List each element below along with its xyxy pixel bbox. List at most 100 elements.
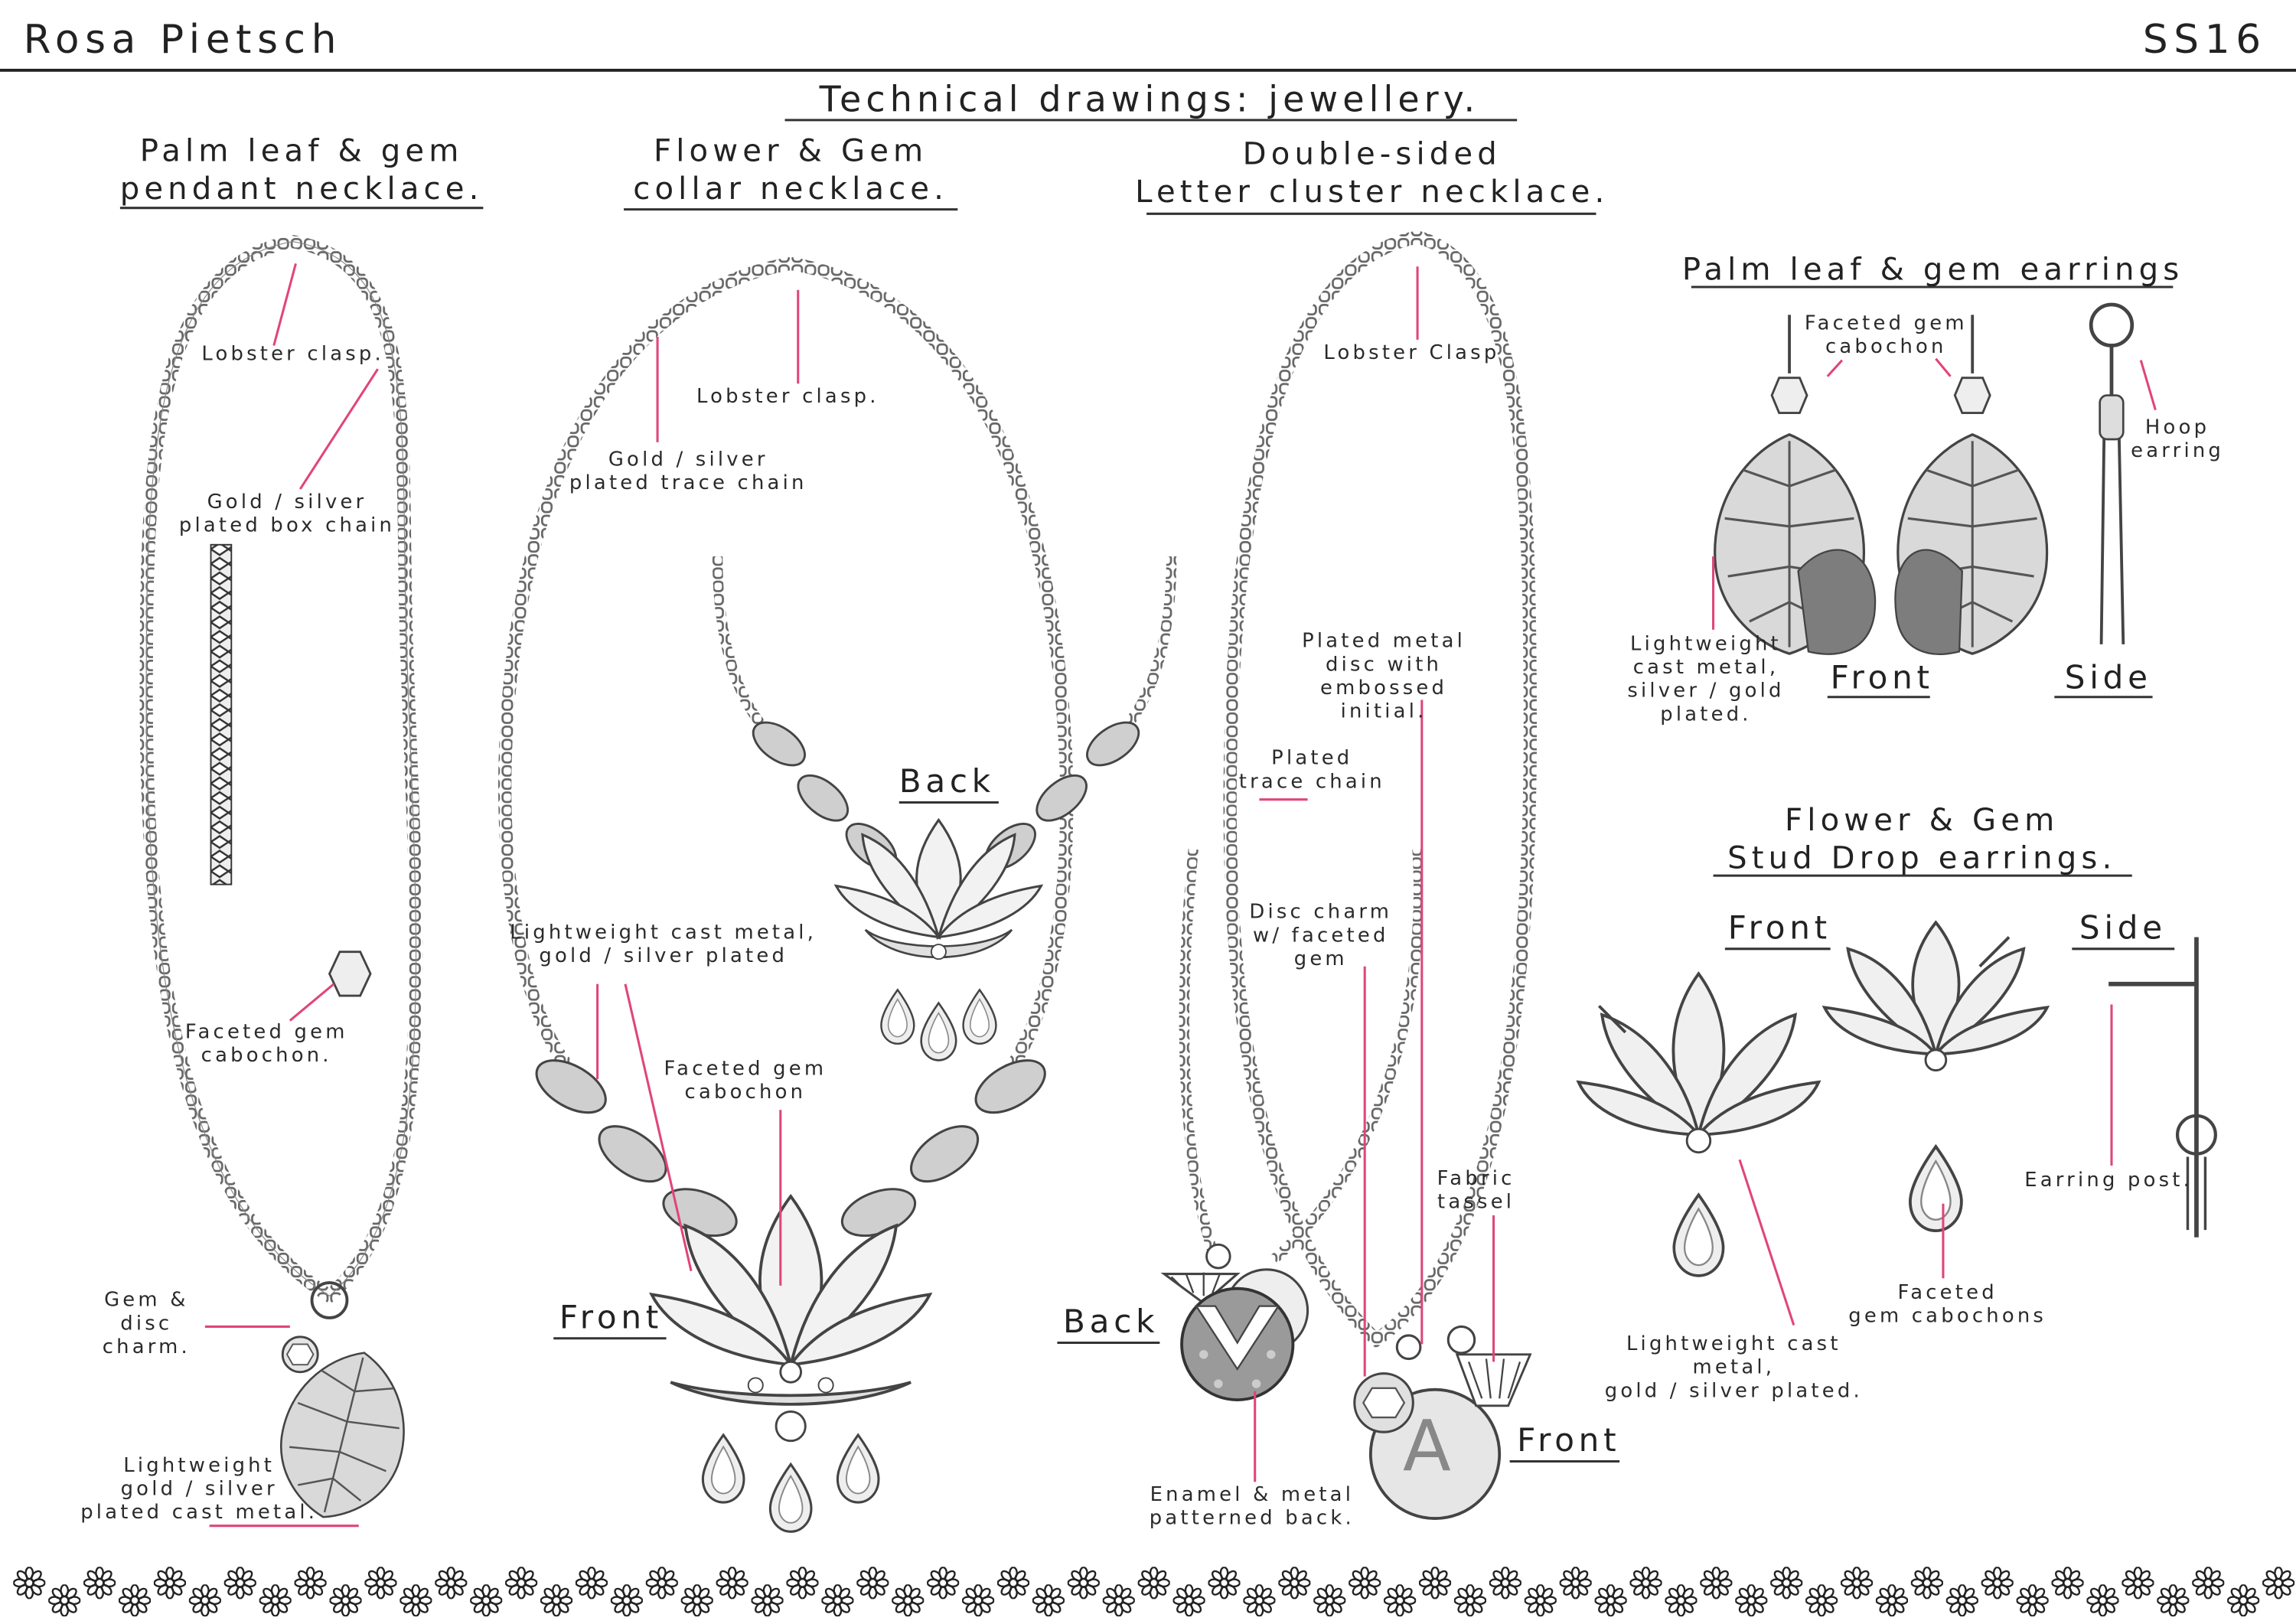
label-gem-disc-charm: Gem & disc charm.	[102, 1288, 191, 1359]
designer-name: Rosa Pietsch	[23, 17, 343, 64]
border-flower-icon	[1629, 1567, 1662, 1600]
palm-earrings-title: Palm leaf & gem earrings	[1681, 252, 2184, 288]
label-disc-charm: Disc charm w/ faceted gem	[1249, 900, 1393, 971]
label-gem-cabochons: Faceted gem cabochons	[1848, 1281, 2047, 1329]
border-flower-icon	[751, 1584, 784, 1617]
border-flower-icon	[364, 1567, 397, 1600]
border-flower-icon	[48, 1584, 81, 1617]
season-code: SS16	[2142, 17, 2267, 64]
label-fabric-tassel: Fabric tassel	[1437, 1166, 1515, 1215]
label-lobster-clasp-2: Lobster clasp.	[696, 385, 879, 409]
border-flower-icon	[1559, 1567, 1592, 1600]
border-flower-icon	[400, 1584, 432, 1617]
palm-necklace-title: Palm leaf & gem pendant necklace.	[119, 133, 484, 207]
border-flower-icon	[1524, 1584, 1557, 1617]
border-flower-icon	[1208, 1567, 1241, 1600]
border-flower-icon	[927, 1567, 960, 1600]
flower-border	[13, 1567, 2295, 1617]
label-cast-metal: Lightweight gold / silver plated cast me…	[80, 1453, 318, 1525]
label-faceted-gem-3: Faceted gem cabochon	[1804, 311, 1968, 359]
flower-earrings-title: Flower & Gem Stud Drop earrings.	[1727, 802, 2117, 876]
view-front-2: Front	[1517, 1423, 1621, 1460]
border-flower-icon	[1981, 1567, 2014, 1600]
letter-necklace-title: Double-sided Letter cluster necklace.	[1135, 135, 1609, 210]
border-flower-icon	[1313, 1584, 1346, 1617]
border-flower-icon	[1172, 1584, 1205, 1617]
border-flower-icon	[259, 1584, 292, 1617]
border-flower-icon	[118, 1584, 152, 1617]
border-flower-icon	[470, 1584, 503, 1617]
border-flower-icon	[680, 1584, 713, 1617]
border-flower-icon	[2122, 1567, 2154, 1600]
border-flower-icon	[996, 1567, 1030, 1600]
border-flower-icon	[1875, 1584, 1909, 1617]
view-back: Back	[899, 764, 995, 801]
border-flower-icon	[1805, 1584, 1838, 1617]
border-flower-icon	[1910, 1567, 1943, 1600]
border-flower-icon	[610, 1584, 643, 1617]
border-flower-icon	[1384, 1584, 1417, 1617]
border-flower-icon	[2157, 1584, 2190, 1617]
border-flower-icon	[1735, 1584, 1768, 1617]
border-flower-icon	[1945, 1584, 1978, 1617]
border-flower-icon	[2051, 1567, 2084, 1600]
border-flower-icon	[2192, 1567, 2225, 1600]
label-faceted-gem: Faceted gem cabochon.	[184, 1020, 348, 1068]
label-cast-metal-3: Lightweight cast metal, silver / gold pl…	[1627, 632, 1785, 726]
view-side-2: Side	[2079, 911, 2167, 947]
border-flower-icon	[1243, 1584, 1276, 1617]
label-cast-metal-2: Lightweight cast metal, gold / silver pl…	[510, 921, 817, 968]
border-flower-icon	[329, 1584, 362, 1617]
border-flower-icon	[2086, 1584, 2119, 1617]
border-flower-icon	[1700, 1567, 1733, 1600]
label-lobster-clasp: Lobster clasp.	[201, 342, 384, 367]
border-flower-icon	[2262, 1567, 2295, 1600]
label-plated-disc: Plated metal disc with embossed initial.	[1302, 629, 1466, 724]
border-flower-icon	[1418, 1567, 1452, 1600]
border-flower-icon	[1489, 1567, 1521, 1600]
label-cast-metal-4: Lightweight cast metal, gold / silver pl…	[1604, 1332, 1863, 1403]
border-flower-icon	[716, 1567, 748, 1600]
flower-necklace-title: Flower & Gem collar necklace.	[633, 133, 949, 207]
label-faceted-gem-2: Faceted gem cabochon	[664, 1057, 827, 1104]
label-lobster-clasp-3: Lobster Clasp	[1323, 341, 1500, 365]
embossed-initial: A	[1402, 1405, 1451, 1488]
label-plated-trace-chain: Plated trace chain	[1238, 746, 1385, 794]
border-flower-icon	[1349, 1567, 1381, 1600]
border-flower-icon	[1770, 1567, 1803, 1600]
border-flower-icon	[645, 1567, 678, 1600]
sheet-title: Technical drawings: jewellery.	[819, 79, 1480, 120]
border-flower-icon	[1102, 1584, 1135, 1617]
border-flower-icon	[2227, 1584, 2260, 1617]
border-flower-icon	[13, 1567, 46, 1600]
border-flower-icon	[435, 1567, 468, 1600]
border-flower-icon	[188, 1584, 221, 1617]
border-flower-icon	[892, 1584, 925, 1617]
border-flower-icon	[786, 1567, 819, 1600]
border-flower-icon	[83, 1567, 116, 1600]
label-hoop-earring: Hoop earring	[2131, 416, 2225, 463]
border-flower-icon	[821, 1584, 854, 1617]
label-enamel-back: Enamel & metal patterned back.	[1149, 1483, 1355, 1531]
border-flower-icon	[1841, 1567, 1874, 1600]
view-front-4: Front	[1727, 911, 1831, 947]
border-flower-icon	[540, 1584, 573, 1617]
view-side: Side	[2064, 660, 2152, 697]
label-box-chain: Gold / silver plated box chain	[178, 490, 396, 538]
border-flower-icon	[575, 1567, 608, 1600]
border-flower-icon	[856, 1567, 889, 1600]
border-flower-icon	[1032, 1584, 1065, 1617]
label-earring-post: Earring post.	[2024, 1168, 2193, 1192]
border-flower-icon	[1665, 1584, 1698, 1617]
border-flower-icon	[1067, 1567, 1100, 1600]
label-trace-chain: Gold / silver plated trace chain	[569, 448, 807, 495]
view-back-2: Back	[1063, 1304, 1159, 1342]
border-flower-icon	[1137, 1567, 1170, 1600]
border-flower-icon	[294, 1567, 327, 1600]
border-flower-icon	[1278, 1567, 1311, 1600]
border-flower-icon	[505, 1567, 538, 1600]
border-flower-icon	[1453, 1584, 1486, 1617]
view-front: Front	[559, 1300, 664, 1337]
border-flower-icon	[962, 1584, 995, 1617]
